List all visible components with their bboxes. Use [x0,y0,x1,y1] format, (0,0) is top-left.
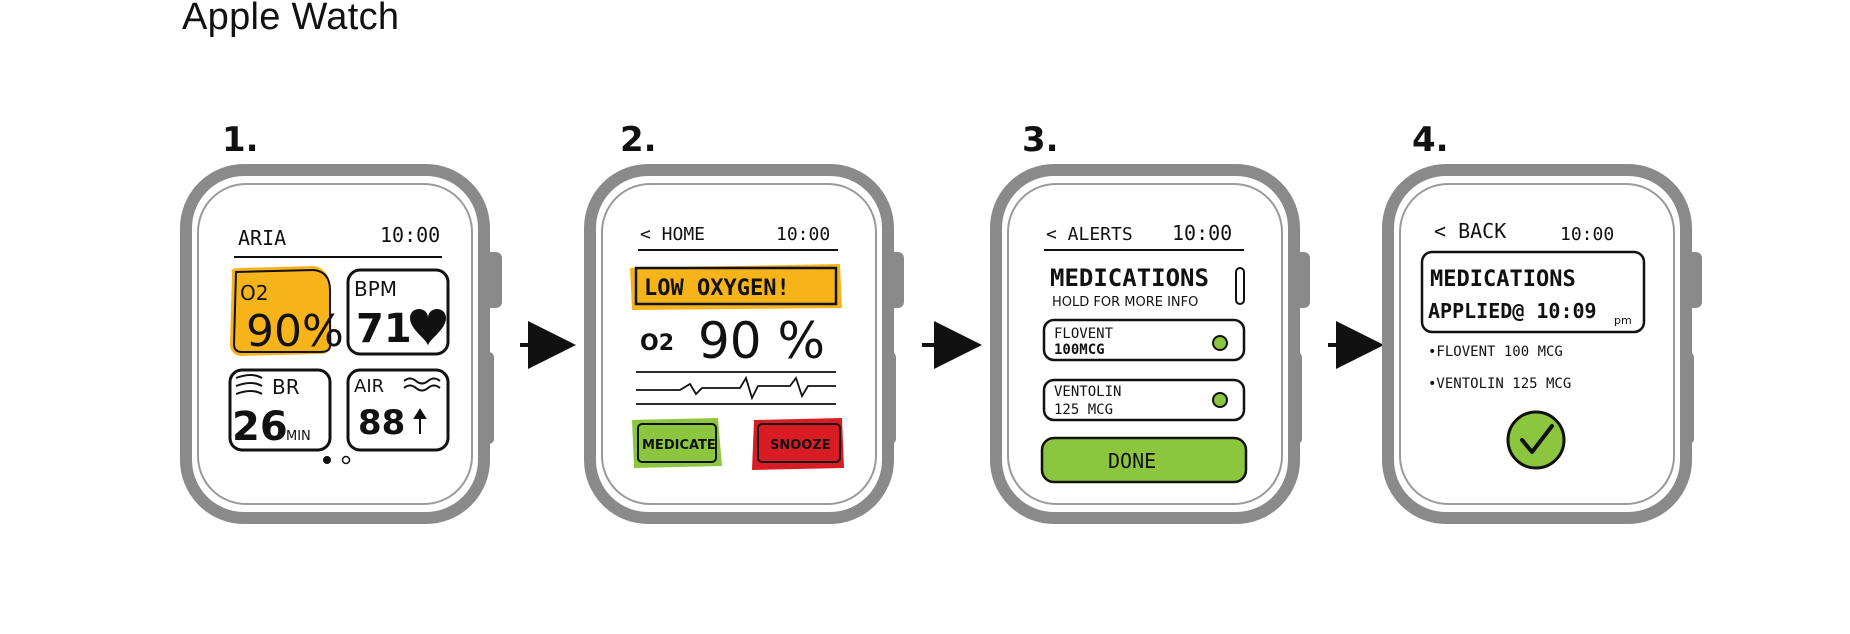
alert-text: LOW OXYGEN! [644,276,790,301]
done-button[interactable] [1040,436,1248,484]
tile-bpm-value: 71 [356,306,412,352]
watch-4-header-time: 10:00 [1560,224,1614,245]
watch-4-header-left: < BACK [1434,219,1506,243]
page-dot-active [323,456,331,464]
med-item-flovent-dose: 100MCG [1054,342,1105,358]
tile-o2-value: 90% [246,306,344,357]
confirm-suffix: pm [1614,314,1632,327]
medications-subheading: HOLD FOR MORE INFO [1052,295,1198,310]
ventolin-status-icon [1212,392,1228,408]
applied-item-ventolin: •VENTOLIN 125 MCG [1428,376,1571,392]
watch-3: < ALERTS 10:00 MEDICATIONS HOLD FOR MORE… [990,164,1310,524]
watch-2-header-time: 10:00 [776,224,830,245]
tile-br [228,368,332,452]
watch-2: < HOME 10:00 LOW OXYGEN! O2 90 % MEDICAT… [584,164,904,524]
check-circle-icon [1506,410,1566,470]
tile-o2 [230,266,332,356]
scroll-indicator [1235,267,1245,305]
medicate-button-label: MEDICATE [642,438,716,453]
tile-air-value: 88 [358,403,405,443]
page-title: Apple Watch [182,0,400,38]
med-item-flovent-name: FLOVENT [1054,326,1114,342]
snooze-button-label: SNOOZE [770,438,831,453]
tile-br-unit: MIN [286,429,311,444]
heart-icon [410,309,446,346]
step-number-2: 2. [620,120,657,160]
med-item-ventolin[interactable] [1042,378,1246,422]
med-item-ventolin-dose: 125 MCG [1054,402,1113,418]
arrow-up-icon [413,408,427,434]
medicate-button[interactable] [632,418,722,468]
wind-icon [235,374,263,395]
ecg-trace [636,371,836,405]
watch-3-header-time: 10:00 [1172,221,1232,245]
watch-1-header-left: ARIA [238,226,286,250]
confirm-card [1420,250,1646,334]
watch-3-header-left: < ALERTS [1046,224,1133,245]
watch-2-header-left: < HOME [640,224,705,245]
done-button-label: DONE [1108,449,1156,473]
tile-br-value: 26 [232,404,288,450]
watch-4-bezel [1399,183,1675,505]
watch-4: < BACK 10:00 MEDICATIONS APPLIED@ 10:09 … [1382,164,1702,524]
step-number-1: 1. [222,120,259,160]
reading-value: 90 % [698,312,825,370]
med-item-flovent[interactable] [1042,318,1246,362]
wave-icon [403,377,441,392]
flovent-status-icon [1212,335,1228,351]
tile-br-label: BR [272,375,300,399]
tile-air-label: AIR [354,376,384,397]
watch-3-bezel [1007,183,1283,505]
watch-1-bezel [197,183,473,505]
confirm-line-1: MEDICATIONS [1430,267,1576,292]
watch-1-header-time: 10:00 [380,223,440,247]
step-number-4: 4. [1412,120,1449,160]
applied-item-flovent: •FLOVENT 100 MCG [1428,344,1563,360]
medications-heading: MEDICATIONS [1050,264,1209,292]
alert-banner [630,264,842,310]
tile-bpm-label: BPM [354,277,397,301]
tile-o2-label: O2 [240,281,268,305]
med-item-ventolin-name: VENTOLIN [1054,384,1121,400]
reading-label: O2 [640,331,674,356]
step-number-3: 3. [1022,120,1059,160]
watch-2-bezel [601,183,877,505]
confirm-line-2: APPLIED@ 10:09 [1428,299,1597,323]
snooze-button[interactable] [752,418,844,470]
page-dot [341,455,351,465]
watch-1: ARIA 10:00 O2 90% BPM 71 BR 26 MIN AIR 8… [180,164,502,524]
